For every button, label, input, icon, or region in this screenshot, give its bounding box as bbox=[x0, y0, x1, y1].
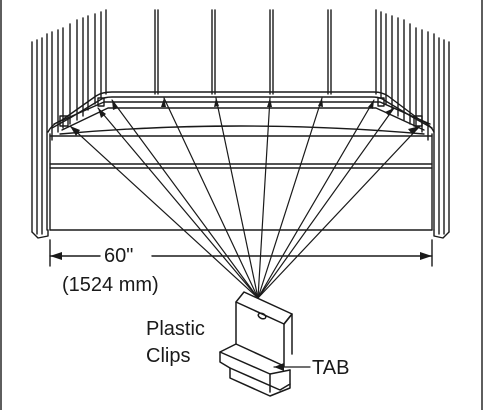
tub-apron bbox=[49, 163, 433, 231]
clip-leader-arrows bbox=[69, 97, 421, 299]
left-wall-panels bbox=[31, 9, 107, 239]
tab-label: TAB bbox=[312, 357, 349, 379]
clip-label-line2: Clips bbox=[146, 345, 190, 367]
clip-label-line1: Plastic bbox=[146, 318, 205, 340]
clip-arrowheads bbox=[70, 98, 420, 136]
width-dimension bbox=[49, 239, 433, 267]
width-mm-label: (1524 mm) bbox=[62, 274, 159, 296]
tub-rim bbox=[47, 91, 435, 231]
width-inches-label: 60" bbox=[104, 245, 133, 267]
tab-leader bbox=[273, 363, 311, 371]
right-wall-panels bbox=[375, 9, 450, 239]
plastic-clip bbox=[219, 291, 293, 397]
rim-clips bbox=[59, 97, 423, 127]
back-wall-panels bbox=[154, 9, 332, 95]
